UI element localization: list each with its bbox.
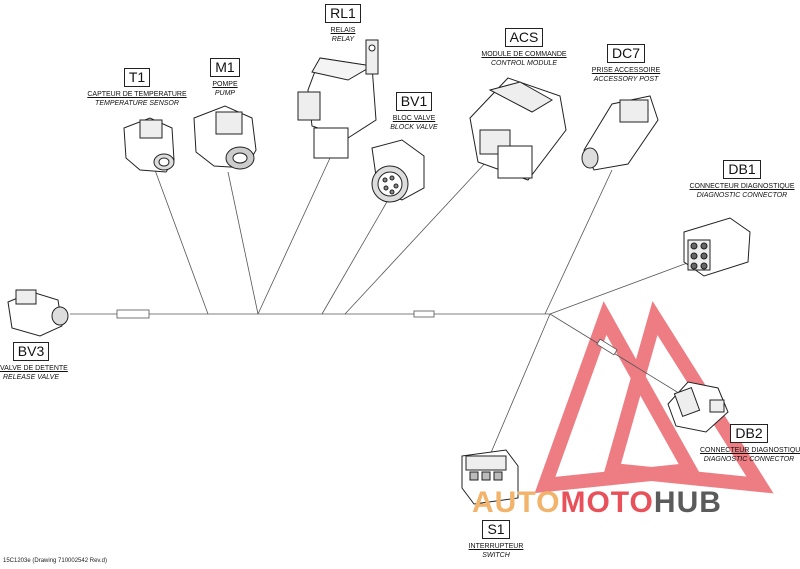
label-m1: M1 POMPE PUMP: [200, 58, 250, 98]
switch-drawing: [461, 449, 519, 505]
component-code: M1: [210, 58, 240, 77]
component-name-fr: MODULE DE COMMANDE: [481, 51, 567, 58]
component-code: DB2: [730, 424, 768, 443]
harness-wires: [70, 157, 691, 456]
pump-drawing: [193, 105, 257, 170]
component-name-en: TEMPERATURE SENSOR: [95, 100, 179, 107]
label-rl1: RL1 RELAIS RELAY: [320, 4, 366, 44]
component-code: ACS: [504, 28, 544, 47]
component-name-en: DIAGNOSTIC CONNECTOR: [703, 456, 795, 463]
component-name-fr: VALVE DE DETENTE: [0, 365, 68, 372]
diagnostic-connector-1-drawing: [683, 217, 751, 277]
label-bv3: BV3 VALVE DE DETENTE RELEASE VALVE: [0, 342, 68, 382]
watermark-part-3: HUB: [653, 486, 722, 519]
component-code: RL1: [325, 4, 361, 23]
component-name-fr: BLOC VALVE: [392, 115, 436, 122]
component-code: DC7: [606, 44, 645, 63]
component-name-en: BLOCK VALVE: [390, 124, 438, 131]
release-valve-drawing: [7, 289, 69, 337]
component-name-fr: CONNECTEUR DIAGNOSTIQUE: [689, 183, 795, 190]
component-name-fr: CONNECTEUR DIAGNOSTIQUE: [700, 447, 800, 454]
component-code: BV3: [12, 342, 50, 361]
diagnostic-connector-2-drawing: [667, 381, 729, 433]
control-module-drawing: [469, 77, 567, 181]
component-code: T1: [123, 68, 151, 87]
component-name-fr: CAPTEUR DE TEMPERATURE: [87, 91, 187, 98]
component-code: DB1: [723, 160, 761, 179]
label-dc7: DC7 PRISE ACCESSOIRE ACCESSORY POST: [586, 44, 666, 84]
accessory-post-drawing: [581, 95, 659, 171]
label-db1: DB1 CONNECTEUR DIAGNOSTIQUE DIAGNOSTIC C…: [688, 160, 796, 200]
component-name-en: PUMP: [214, 90, 236, 97]
label-s1: S1 INTERRUPTEUR SWITCH: [460, 520, 532, 560]
label-acs: ACS MODULE DE COMMANDE CONTROL MODULE: [476, 28, 572, 68]
component-name-en: RELEASE VALVE: [2, 374, 60, 381]
watermark-part-2: MOTO: [560, 486, 654, 519]
relay-drawing: [297, 39, 379, 159]
component-name-en: CONTROL MODULE: [491, 60, 557, 67]
component-name-en: DIAGNOSTIC CONNECTOR: [696, 192, 788, 199]
component-code: BV1: [395, 92, 433, 111]
component-name-en: SWITCH: [482, 552, 510, 559]
component-name-fr: PRISE ACCESSOIRE: [591, 67, 661, 74]
component-code: S1: [482, 520, 510, 539]
component-name-fr: INTERRUPTEUR: [468, 543, 524, 550]
component-name-fr: RELAIS: [330, 27, 356, 34]
watermark-part-1: AUTO: [472, 486, 561, 519]
component-name-en: RELAY: [331, 36, 355, 43]
label-bv1: BV1 BLOC VALVE BLOCK VALVE: [386, 92, 442, 132]
component-name-en: ACCESSORY POST: [593, 76, 659, 83]
component-name-fr: POMPE: [212, 81, 238, 88]
drawing-reference: 15C1203e (Drawing 710002542 Rev.d): [3, 558, 107, 564]
watermark-text: AUTOMOTOHUB: [472, 486, 722, 520]
label-db2: DB2 CONNECTEUR DIAGNOSTIQUE DIAGNOSTIC C…: [700, 424, 800, 464]
temperature-sensor-drawing: [123, 117, 175, 173]
block-valve-drawing: [371, 139, 425, 203]
label-t1: T1 CAPTEUR DE TEMPERATURE TEMPERATURE SE…: [84, 68, 190, 108]
